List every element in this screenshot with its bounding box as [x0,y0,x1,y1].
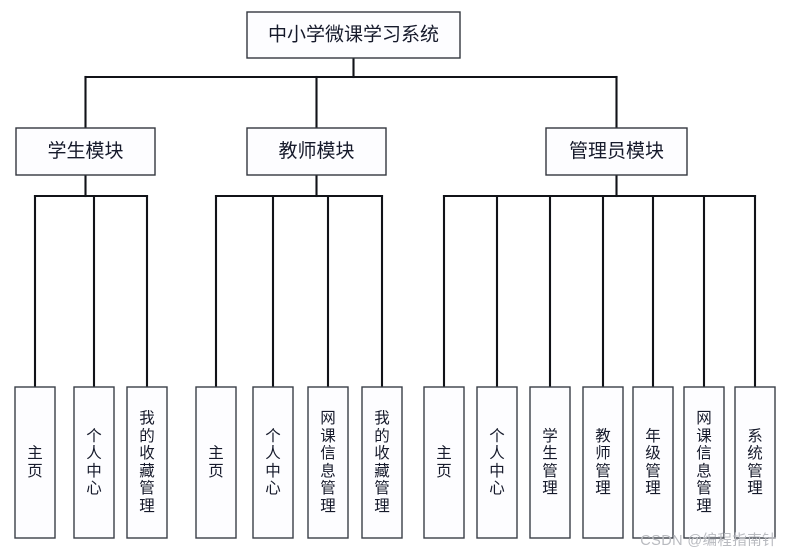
leaf-node-box-2-6[interactable] [734,386,776,539]
leaf-node-label-2-2: 学生管理 [542,427,558,498]
connector-lines [33,56,757,389]
leaf-node-box-2-1[interactable] [476,386,518,539]
leaf-node-label-0-1: 个人中心 [86,427,102,498]
leaf-node-label-2-0: 主页 [436,445,452,480]
leaf-node-box-1-0[interactable] [195,386,237,539]
module-node-label-2: 管理员模块 [569,140,664,162]
leaf-node-box-2-0[interactable] [423,386,465,539]
leaf-node-label-2-6: 系统管理 [747,427,763,498]
module-node-box-2[interactable] [545,127,688,176]
leaf-node-label-0-0: 主页 [27,445,43,480]
watermark-text: CSDN @编程指南针 [640,533,777,549]
leaf-node-box-2-5[interactable] [683,386,725,539]
leaf-node-box-1-3[interactable] [361,386,403,539]
module-node-label-0: 学生模块 [47,140,123,162]
module-node-label-1: 教师模块 [278,140,354,162]
leaf-node-label-2-1: 个人中心 [489,427,505,498]
leaf-node-label-wrap-1-0: 主页 [208,445,224,480]
leaf-node-label-1-1: 个人中心 [265,427,281,498]
leaf-node-label-0-2: 我的收藏管理 [139,410,155,515]
leaf-node-label-1-3: 我的收藏管理 [374,410,390,515]
leaf-node-label-2-3: 教师管理 [595,427,611,498]
leaf-node-box-1-2[interactable] [307,386,349,539]
leaf-node-box-1-1[interactable] [252,386,294,539]
leaf-node-label-wrap-2-0: 主页 [436,445,452,480]
leaf-node-box-2-3[interactable] [582,386,624,539]
module-node-box-1[interactable] [246,127,387,176]
leaf-node-box-0-1[interactable] [73,386,115,539]
leaf-node-box-0-0[interactable] [14,386,56,539]
root-node-box[interactable] [246,11,461,59]
root-node-label: 中小学微课学习系统 [268,23,439,45]
leaf-node-label-2-5: 网课信息管理 [696,410,712,515]
leaf-node-label-wrap-0-0: 主页 [27,445,43,480]
leaf-node-box-2-2[interactable] [529,386,571,539]
leaf-node-box-0-2[interactable] [126,386,168,539]
leaf-node-box-2-4[interactable] [632,386,674,539]
leaf-node-label-2-4: 年级管理 [645,427,661,498]
leaf-node-label-1-0: 主页 [208,445,224,480]
leaf-node-label-1-2: 网课信息管理 [320,410,336,515]
module-node-box-0[interactable] [15,127,156,176]
